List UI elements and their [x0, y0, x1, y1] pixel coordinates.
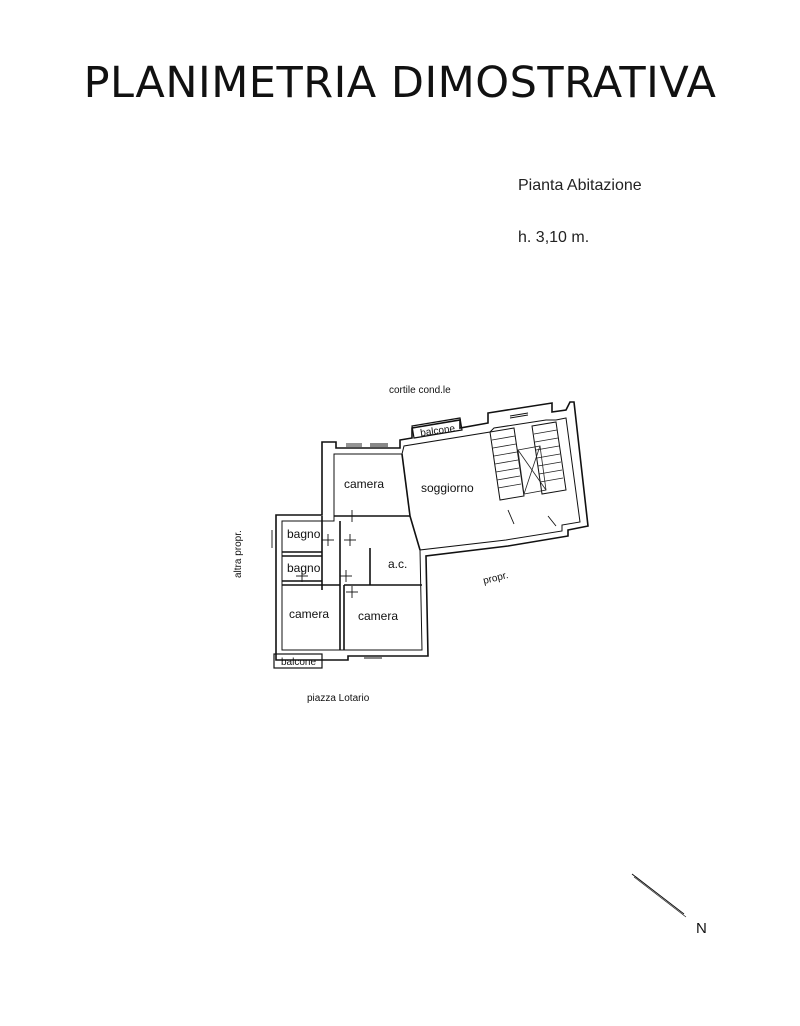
balcony-top-label: balcone [420, 423, 457, 439]
compass-north-label: N [696, 920, 707, 937]
room-camera-top: camera [344, 477, 384, 491]
ceiling-height: h. 3,10 m. [518, 229, 590, 246]
label-south-side: piazza Lotario [307, 693, 370, 704]
room-ac: a.c. [388, 557, 407, 571]
staircase [491, 429, 564, 495]
openings [271, 412, 557, 659]
room-camera-left: camera [289, 607, 329, 621]
north-arrow-icon [631, 873, 687, 918]
label-north-side: cortile cond.le [389, 385, 451, 396]
room-camera-right: camera [358, 609, 398, 623]
page-title: PLANIMETRIA DIMOSTRATIVA [83, 58, 717, 108]
plan-name: Pianta Abitazione [518, 177, 642, 194]
room-soggiorno: soggiorno [421, 481, 474, 495]
label-west-side: altra propr. [233, 530, 244, 578]
balcony-top: balcone [411, 417, 463, 439]
label-east-side: propr. [482, 570, 509, 587]
room-bagno-1: bagno [287, 527, 321, 541]
walls [275, 401, 589, 661]
balcony-bottom-label: balcone [281, 657, 316, 668]
balcony-bottom: balcone [273, 653, 323, 669]
room-bagno-2: bagno [287, 561, 321, 575]
